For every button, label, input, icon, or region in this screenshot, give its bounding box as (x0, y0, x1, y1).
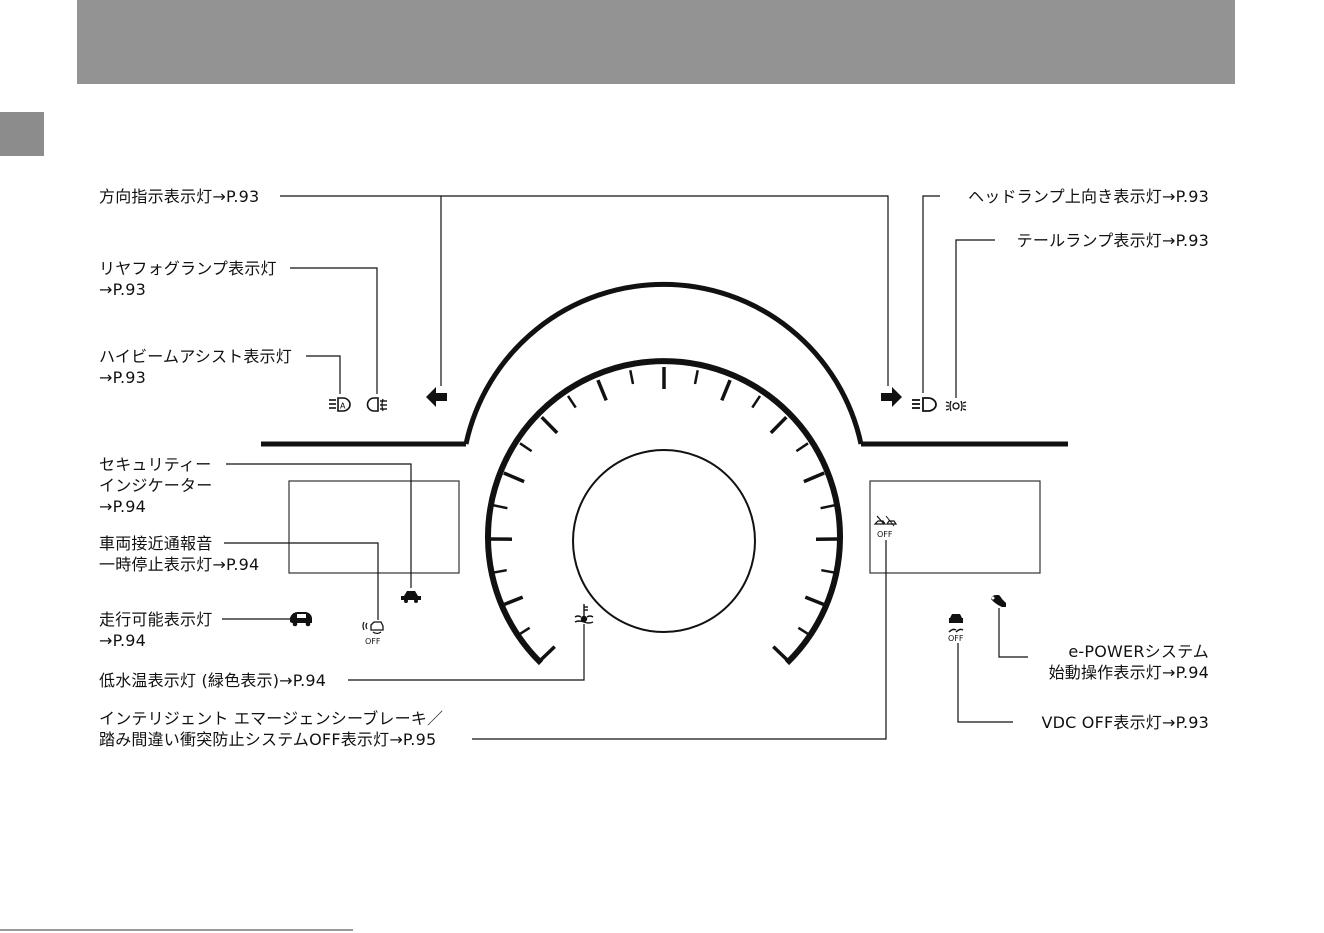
speedometer-tick (798, 628, 810, 636)
speedometer-tick (539, 647, 555, 662)
label-ieb-off: インテリジェント エマージェンシーブレーキ／ 踏み間違い衝突防止システムOFF表… (99, 708, 443, 750)
low-coolant-temp-icon (575, 604, 593, 623)
speedometer-tick (796, 443, 808, 451)
speedometer-arc (488, 361, 840, 663)
ieb-off-icon: OFF (875, 516, 896, 539)
speedometer (488, 361, 840, 663)
svg-text:OFF: OFF (877, 530, 893, 539)
label-approach-sound: 車両接近通報音 一時停止表示灯→P.94 (99, 533, 259, 575)
label-high-beam-assist: ハイビームアシスト表示灯 →P.93 (99, 346, 292, 388)
high-beam-assist-icon: A (329, 398, 350, 411)
label-ready-indicator: 走行可能表示灯 →P.94 (99, 609, 212, 651)
speedometer-tick (821, 505, 835, 508)
speedometer-tick (805, 597, 825, 605)
turn-right-arrow-icon (881, 387, 902, 407)
svg-text:OFF: OFF (948, 634, 964, 643)
label-tail-lamp: テールランプ表示灯→P.93 (1017, 230, 1209, 251)
vdc-off-icon: OFF (948, 614, 964, 643)
speedometer-tick (502, 597, 522, 605)
epower-start-icon (991, 595, 1006, 607)
label-headlamp-high: ヘッドランプ上向き表示灯→P.93 (968, 186, 1209, 207)
right-display-box (870, 481, 1040, 573)
svg-text:OFF: OFF (365, 637, 381, 646)
speedometer-tick (771, 417, 786, 433)
label-rear-fog: リヤフォグランプ表示灯 →P.93 (99, 258, 277, 300)
center-gauge (573, 450, 755, 632)
rear-fog-icon (368, 398, 388, 411)
leader-lines (222, 196, 1028, 739)
label-epower-start: e-POWERシステム 始動操作表示灯→P.94 (1049, 641, 1209, 683)
speedometer-tick (804, 473, 824, 482)
speedometer-tick (752, 396, 760, 408)
speedometer-tick (695, 370, 698, 384)
speedometer-tick (630, 370, 633, 384)
label-security-indicator: セキュリティー インジケーター →P.94 (99, 454, 212, 517)
svg-text:A: A (340, 402, 346, 411)
label-turn-signal: 方向指示表示灯→P.93 (99, 186, 259, 207)
security-car-icon (401, 591, 421, 603)
label-vdc-off: VDC OFF表示灯→P.93 (1041, 712, 1209, 733)
headlamp-high-icon (912, 398, 936, 411)
speedometer-tick (542, 417, 557, 433)
speedometer-tick (494, 505, 508, 508)
speedometer-tick (520, 443, 532, 451)
speedometer-tick (518, 628, 530, 636)
speedometer-tick (722, 380, 730, 400)
cluster-outline (261, 284, 1068, 444)
turn-left-arrow-icon (426, 387, 447, 407)
speedometer-tick (773, 647, 789, 662)
speedometer-tick (493, 570, 507, 573)
ready-car-icon (290, 612, 312, 626)
speedometer-tick (504, 473, 524, 482)
label-low-temp: 低水温表示灯 (緑色表示)→P.94 (99, 670, 326, 691)
left-display-box (289, 481, 459, 573)
speedometer-tick (568, 396, 576, 408)
speedometer-tick (598, 380, 606, 400)
approach-sound-off-icon: OFF (363, 622, 383, 646)
speedometer-tick (821, 570, 835, 573)
tail-lamp-icon (946, 401, 966, 411)
